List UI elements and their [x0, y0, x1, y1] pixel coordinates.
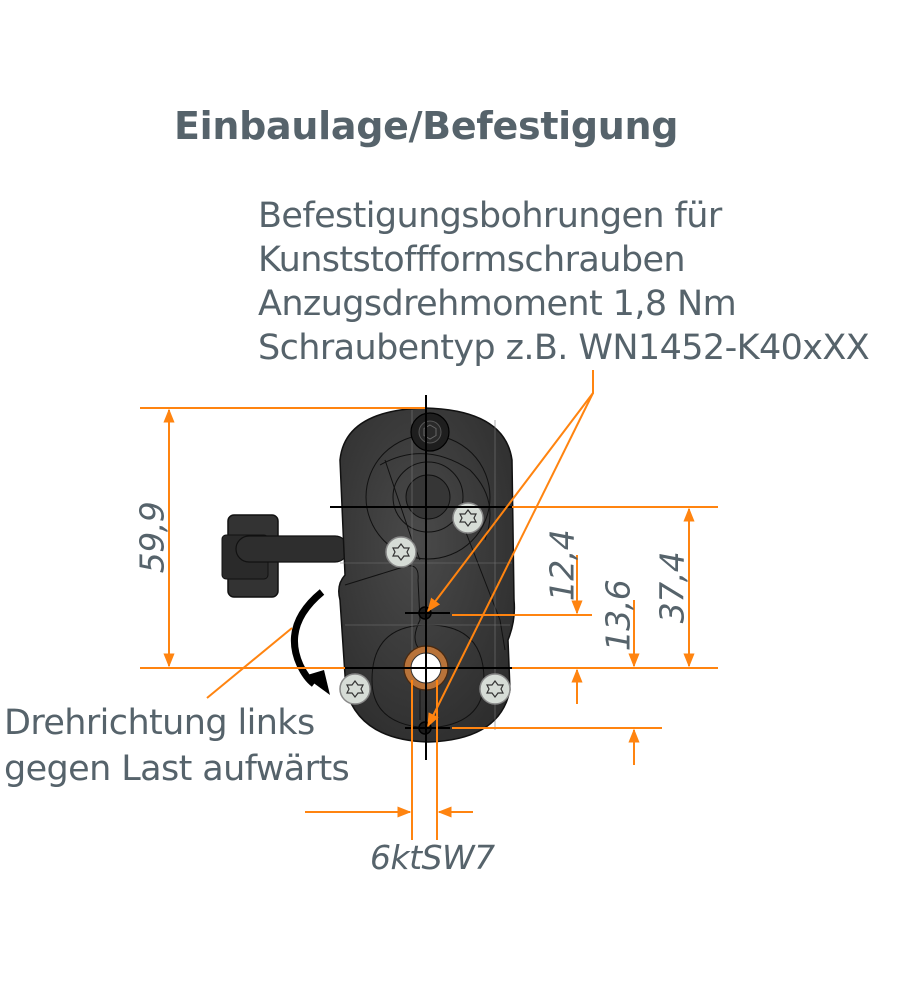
rotation-note-line: gegen Last aufwärts	[4, 749, 350, 789]
mounting-note-line: Kunststoffformschrauben	[258, 240, 686, 280]
rotation-note: Drehrichtung links gegen Last aufwärts	[4, 700, 350, 792]
torx-screw-icon	[339, 673, 371, 705]
dimension-hex-drive: 6ktSW7	[370, 838, 495, 877]
mounting-note-line: Anzugsdrehmoment 1,8 Nm	[258, 284, 737, 324]
torx-screw-icon	[385, 536, 417, 568]
dimension-overall-height: 59,9	[132, 501, 172, 574]
dimension-hole-upper: 12,4	[542, 529, 582, 602]
page-title: Einbaulage/Befestigung	[174, 104, 679, 148]
torx-screw-icon	[452, 502, 484, 534]
mounting-note-line: Schraubentyp z.B. WN1452-K40xXX	[258, 328, 870, 368]
torx-screw-icon	[479, 673, 511, 705]
dimension-lines	[140, 370, 718, 840]
dimension-axis-distance: 37,4	[652, 551, 692, 624]
torx-screws	[339, 502, 511, 705]
mounting-note-line: Befestigungsbohrungen für	[258, 196, 722, 236]
rotation-direction-arrow	[290, 589, 330, 695]
mounting-note: Befestigungsbohrungen für Kunststoffform…	[258, 194, 870, 370]
dimension-hole-lower: 13,6	[598, 579, 638, 652]
rotation-note-line: Drehrichtung links	[4, 703, 315, 743]
top-hex-screw	[410, 412, 450, 452]
center-lines	[330, 395, 512, 760]
crank-handle	[221, 514, 349, 598]
